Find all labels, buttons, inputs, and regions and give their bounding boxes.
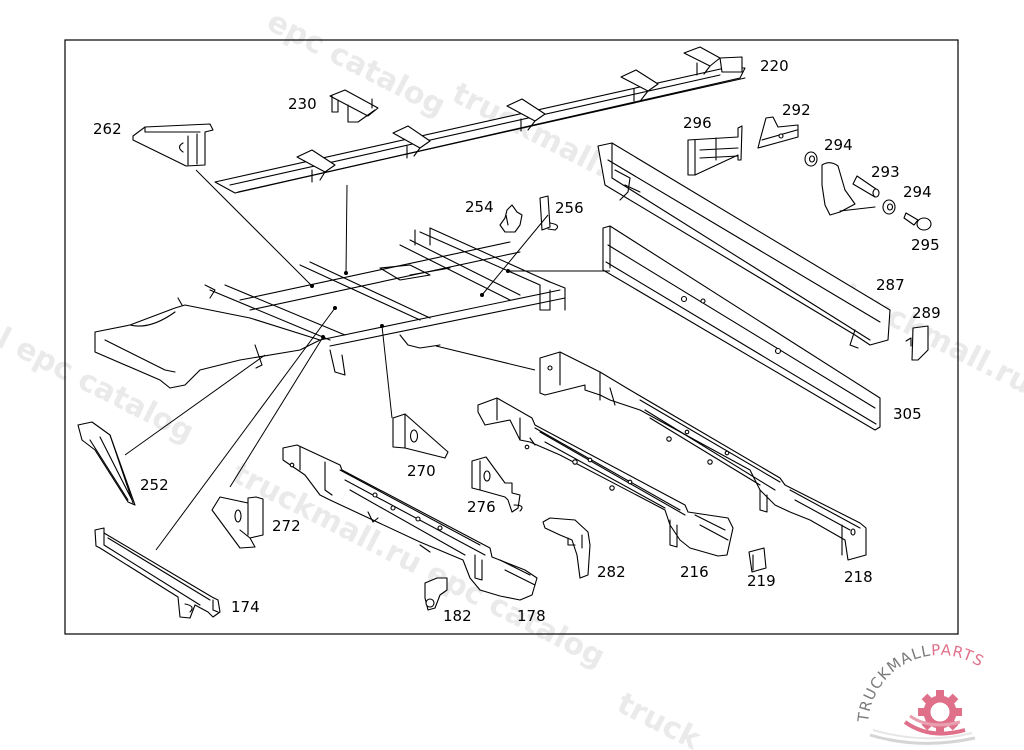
part-230-saddle[interactable] (329, 89, 379, 123)
callout-256[interactable]: 256 (555, 199, 584, 217)
part-254-clip[interactable] (499, 204, 523, 233)
part-220-rail[interactable] (214, 46, 746, 194)
callout-295[interactable]: 295 (911, 236, 940, 254)
callout-220[interactable]: 220 (760, 57, 789, 75)
part-305-channel[interactable] (602, 225, 881, 431)
part-294-washer-b[interactable] (882, 199, 896, 215)
part-272-gusset[interactable] (211, 496, 264, 549)
part-219-plate[interactable] (748, 547, 767, 573)
callout-252[interactable]: 252 (140, 476, 169, 494)
leader-lines (124, 169, 610, 551)
watermark: truck (611, 686, 706, 750)
part-276-gusset[interactable] (471, 456, 523, 513)
callout-296[interactable]: 296 (683, 114, 712, 132)
logo-text-accent: PARTS (931, 641, 988, 671)
callout-282[interactable]: 282 (597, 563, 626, 581)
watermark: truckmall.ru epc catalog (226, 456, 610, 675)
main-chassis-assembly[interactable] (94, 227, 566, 389)
truckmallparts-logo[interactable]: TRUCKMALLPARTS (854, 641, 1012, 745)
part-293-pin[interactable] (821, 162, 880, 216)
diagram-border (64, 39, 959, 635)
part-252-gusset[interactable] (77, 421, 136, 506)
callout-262[interactable]: 262 (93, 120, 122, 138)
callout-287[interactable]: 287 (876, 276, 905, 294)
part-282-bracket[interactable] (542, 517, 591, 579)
gear-icon (903, 690, 966, 736)
part-174-rail[interactable] (94, 527, 221, 619)
part-295-bolt[interactable] (903, 212, 932, 231)
part-218-side-rail[interactable] (539, 351, 867, 561)
callout-254[interactable]: 254 (465, 198, 494, 216)
callout-292[interactable]: 292 (782, 101, 811, 119)
part-287-channel[interactable] (597, 142, 891, 349)
part-216-side-rail[interactable] (477, 397, 734, 557)
callout-219[interactable]: 219 (747, 572, 776, 590)
callout-276[interactable]: 276 (467, 498, 496, 516)
part-262-bracket[interactable] (132, 123, 214, 167)
callout-174[interactable]: 174 (231, 598, 260, 616)
part-178-side-rail[interactable] (282, 444, 538, 601)
callout-216[interactable]: 216 (680, 563, 709, 581)
callout-230[interactable]: 230 (288, 95, 317, 113)
part-289-cap[interactable] (905, 325, 929, 361)
callout-305[interactable]: 305 (893, 405, 922, 423)
callout-293[interactable]: 293 (871, 163, 900, 181)
callout-294[interactable]: 294 (824, 136, 853, 154)
part-294-washer-a[interactable] (804, 151, 818, 167)
callout-272[interactable]: 272 (272, 517, 301, 535)
callout-294[interactable]: 294 (903, 183, 932, 201)
callout-182[interactable]: 182 (443, 607, 472, 625)
part-182-bracket[interactable] (424, 577, 448, 611)
callout-218[interactable]: 218 (844, 568, 873, 586)
callout-289[interactable]: 289 (912, 304, 941, 322)
part-296-bracket[interactable] (687, 125, 743, 176)
part-292-bracket[interactable] (757, 116, 799, 149)
callout-178[interactable]: 178 (517, 607, 546, 625)
part-270-gusset[interactable] (392, 413, 449, 459)
callout-270[interactable]: 270 (407, 462, 436, 480)
